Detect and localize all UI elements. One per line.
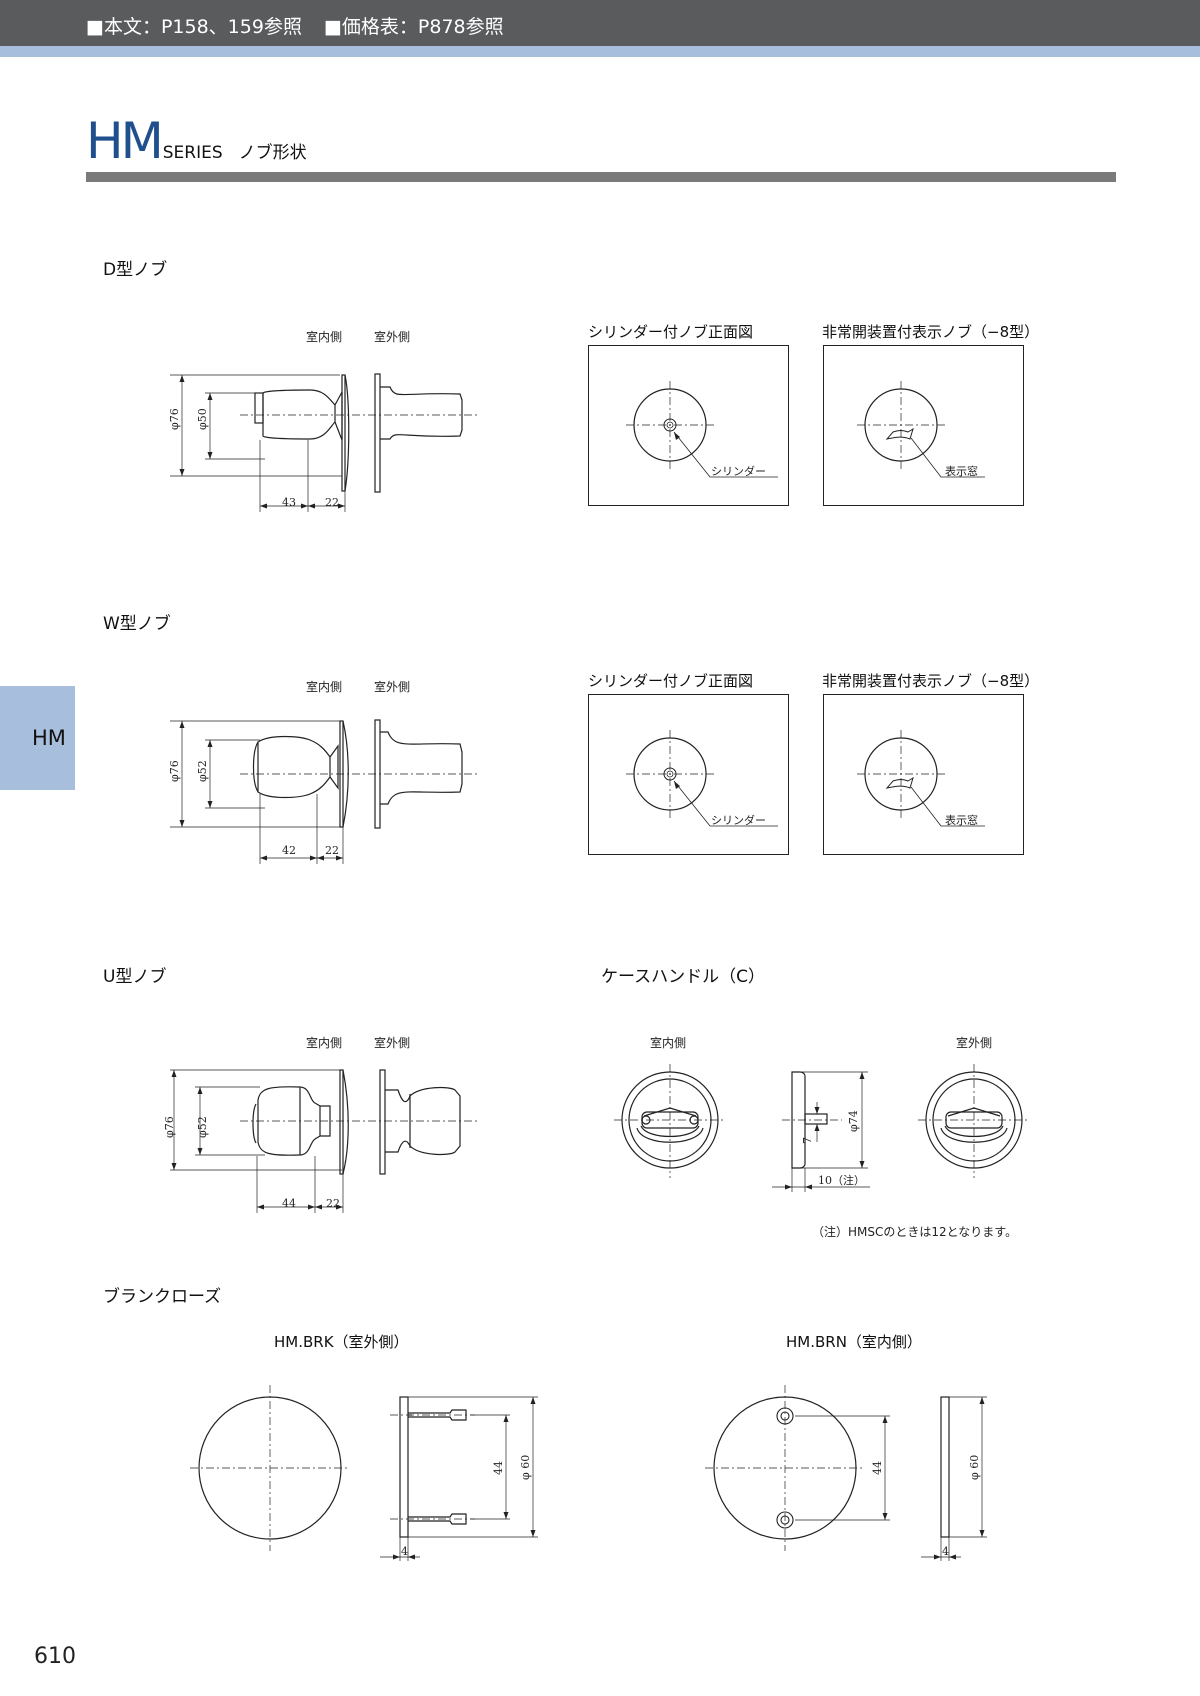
w-emergency-title: 非常開装置付表示ノブ（−8型） (822, 672, 1040, 690)
d-inner-dia-dim: φ50 (196, 408, 209, 430)
w-outer-dia-dim: φ76 (168, 760, 181, 782)
brk-dia-dim: φ 60 (519, 1455, 532, 1480)
w-knob-side-drawing: φ76 φ52 42 22 (168, 719, 480, 864)
title-rule (86, 172, 1116, 182)
w-inner-dia-dim: φ52 (196, 760, 209, 782)
brn-dia-dim: φ 60 (968, 1455, 981, 1480)
w-display-window-callout: 表示窓 (945, 813, 978, 827)
side-tab-label: HM (32, 726, 66, 750)
w-knob-heading: W型ノブ (103, 614, 171, 634)
u-rose-dim: 22 (326, 1197, 340, 1210)
case-handle-note: （注）HMSCのときは12となります。 (812, 1225, 1018, 1239)
case-dia-dim: φ74 (847, 1110, 860, 1132)
brn-thick-dim: 4 (942, 1545, 949, 1558)
case-handle-heading: ケースハンドル（C） (601, 967, 766, 987)
u-knob-side-drawing: φ76 φ52 44 22 (163, 1069, 480, 1213)
w-cylinder-callout: シリンダー (711, 813, 766, 827)
d-outer-dia-dim: φ76 (168, 408, 181, 430)
w-emergency-knob-drawing: 表示窓 (823, 694, 1024, 855)
brk-thick-dim: 4 (401, 1545, 408, 1558)
title-subtitle: ノブ形状 (238, 143, 307, 163)
u-indoor-label: 室内側 (306, 1036, 343, 1050)
body-reference: ■本文：P158、159参照 (86, 16, 302, 38)
u-outer-dia-dim: φ76 (163, 1116, 176, 1138)
header-bar: ■本文：P158、159参照 ■価格表：P878参照 (0, 0, 1200, 46)
case-depth-dim: 10（注） (818, 1173, 865, 1187)
w-front-view-title: シリンダー付ノブ正面図 (588, 672, 754, 690)
d-knob-side-drawing: φ76 φ50 43 22 (168, 373, 480, 512)
w-cylinder-front-drawing: シリンダー (588, 694, 789, 855)
blank-rose-heading: ブランクローズ (103, 1287, 222, 1307)
d-length-dim: 43 (282, 496, 296, 509)
case-pin-dim: 7 (801, 1137, 814, 1144)
brn-pitch-dim: 44 (871, 1461, 884, 1475)
brk-label: HM.BRK（室外側） (274, 1333, 409, 1351)
case-outdoor-label: 室外側 (956, 1036, 993, 1050)
u-outdoor-label: 室外側 (374, 1036, 411, 1050)
brn-drawing: 44 φ 60 4 (705, 1385, 987, 1561)
d-cylinder-front-drawing: シリンダー (588, 345, 789, 506)
d-emergency-title: 非常開装置付表示ノブ（−8型） (822, 323, 1040, 341)
header-stripe (0, 46, 1200, 57)
brn-label: HM.BRN（室内側） (786, 1333, 922, 1351)
page-number: 610 (34, 1644, 76, 1669)
d-cylinder-callout: シリンダー (711, 464, 766, 478)
w-rose-dim: 22 (325, 844, 339, 857)
w-length-dim: 42 (282, 844, 296, 857)
w-indoor-label: 室内側 (306, 680, 343, 694)
series-code: HM (86, 112, 164, 170)
d-front-view-title: シリンダー付ノブ正面図 (588, 323, 754, 341)
u-inner-dia-dim: φ52 (196, 1116, 209, 1138)
brk-drawing: 44 φ 60 4 (190, 1385, 538, 1561)
u-knob-heading: U型ノブ (103, 967, 167, 987)
d-emergency-knob-drawing: 表示窓 (823, 345, 1024, 506)
d-rose-dim: 22 (325, 496, 339, 509)
u-length-dim: 44 (282, 1197, 296, 1210)
d-display-window-callout: 表示窓 (945, 464, 978, 478)
header-references: ■本文：P158、159参照 ■価格表：P878参照 (86, 12, 504, 39)
price-reference: ■価格表：P878参照 (323, 16, 504, 38)
case-indoor-label: 室内側 (650, 1036, 687, 1050)
d-knob-heading: D型ノブ (103, 260, 168, 280)
brk-pitch-dim: 44 (492, 1461, 505, 1475)
case-handle-drawing: φ74 7 10（注） (614, 1064, 1030, 1192)
d-outdoor-label: 室外側 (374, 330, 411, 344)
series-word: SERIES (162, 143, 223, 163)
d-indoor-label: 室内側 (306, 330, 343, 344)
w-outdoor-label: 室外側 (374, 680, 411, 694)
side-index-tab: HM (0, 686, 75, 790)
